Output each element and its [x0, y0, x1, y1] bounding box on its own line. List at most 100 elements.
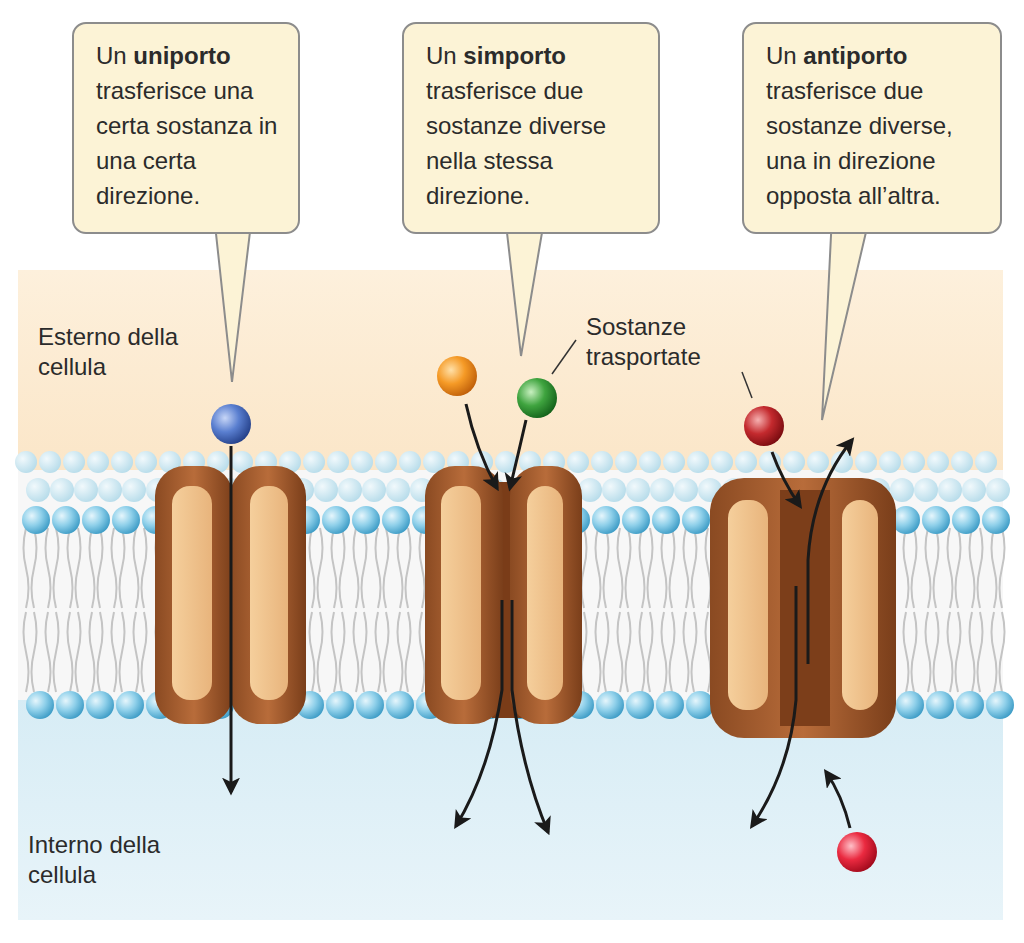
lipid-tail — [640, 528, 653, 608]
substance-ball — [437, 356, 477, 396]
lipid-tail — [970, 528, 983, 608]
lipid-head — [356, 691, 384, 719]
leader-line — [742, 372, 752, 398]
substance-label: Sostanze trasportate — [586, 312, 736, 372]
lipid-head — [952, 506, 980, 534]
lipid-tail — [662, 612, 675, 692]
lipid-head — [687, 451, 709, 473]
callout-tail — [214, 215, 252, 382]
lipid-head — [351, 451, 373, 473]
lipid-tail — [354, 528, 367, 608]
lipid-head — [922, 506, 950, 534]
lipid-head — [663, 451, 685, 473]
lipid-head — [50, 478, 74, 502]
lipid-head — [26, 691, 54, 719]
antiport-protein — [710, 478, 896, 738]
lipid-head — [982, 506, 1010, 534]
lipid-head — [86, 691, 114, 719]
transport-arrows — [231, 404, 852, 832]
lipid-tail — [904, 612, 917, 692]
lipid-tail — [46, 612, 59, 692]
region-label: Esterno della cellula — [38, 322, 208, 382]
leader-line — [552, 340, 576, 374]
lipid-head — [352, 506, 380, 534]
lipid-head — [926, 691, 954, 719]
callout-box: Un simporto trasferisce due sostanze div… — [402, 22, 660, 234]
lipid-head — [783, 451, 805, 473]
substance-ball — [744, 406, 784, 446]
lipid-tail — [90, 612, 103, 692]
lipid-head — [386, 478, 410, 502]
lipid-head — [652, 506, 680, 534]
lipid-tail — [684, 528, 697, 608]
lipid-head — [951, 451, 973, 473]
lipid-head — [927, 451, 949, 473]
substance-ball — [211, 404, 251, 444]
lipid-tail — [398, 528, 411, 608]
lipid-tail — [662, 528, 675, 608]
lipid-head — [711, 451, 733, 473]
lipid-head — [626, 691, 654, 719]
callout-tail — [822, 215, 870, 420]
lipid-head — [116, 691, 144, 719]
callout-tail — [505, 215, 545, 356]
lipid-head — [674, 478, 698, 502]
callout-text: Un simporto trasferisce due sostanze div… — [426, 38, 642, 213]
lipid-tail — [992, 528, 1005, 608]
lipid-tail — [46, 528, 59, 608]
callout-box: Un antiporto trasferisce due sostanze di… — [742, 22, 1002, 234]
lipid-head — [956, 691, 984, 719]
lipid-head — [986, 691, 1014, 719]
lipid-tail — [398, 612, 411, 692]
lipid-tail — [992, 612, 1005, 692]
lipid-head — [52, 506, 80, 534]
lipid-head — [327, 451, 349, 473]
lipid-tail — [332, 528, 345, 608]
lipid-head — [382, 506, 410, 534]
lipid-head — [56, 691, 84, 719]
lipid-head — [686, 691, 714, 719]
lipid-head — [399, 451, 421, 473]
lipid-head — [879, 451, 901, 473]
lipid-head — [592, 506, 620, 534]
lipid-tail — [310, 528, 323, 608]
region-label: Interno della cellula — [28, 830, 198, 890]
lipid-tail — [134, 528, 147, 608]
substance-ball — [837, 832, 877, 872]
lipid-head — [903, 451, 925, 473]
lipid-tail — [926, 612, 939, 692]
lipid-head — [986, 478, 1010, 502]
lipid-tail — [640, 612, 653, 692]
lipid-tail — [904, 528, 917, 608]
lipid-head — [98, 478, 122, 502]
lipid-tail — [618, 612, 631, 692]
lipid-tail — [376, 612, 389, 692]
lipid-tail — [134, 612, 147, 692]
lipid-head — [326, 691, 354, 719]
lipid-tail — [354, 612, 367, 692]
lipid-tail — [596, 528, 609, 608]
lipid-head — [602, 478, 626, 502]
lipid-head — [87, 451, 109, 473]
lipid-head — [39, 451, 61, 473]
lipid-head — [892, 506, 920, 534]
callout-text: Un uniporto trasferisce una certa sostan… — [96, 38, 282, 213]
lipid-head — [63, 451, 85, 473]
lipid-head — [938, 478, 962, 502]
lipid-tail — [618, 528, 631, 608]
lipid-head — [112, 506, 140, 534]
lipid-head — [362, 478, 386, 502]
lipid-head — [338, 478, 362, 502]
lipid-tail — [332, 612, 345, 692]
lipid-head — [111, 451, 133, 473]
lipid-head — [682, 506, 710, 534]
callout-box: Un uniporto trasferisce una certa sostan… — [72, 22, 300, 234]
lipid-head — [890, 478, 914, 502]
lipid-head — [596, 691, 624, 719]
lipid-tail — [24, 528, 37, 608]
lipid-head — [639, 451, 661, 473]
lipid-head — [135, 451, 157, 473]
lipid-tail — [684, 612, 697, 692]
lipid-head — [15, 451, 37, 473]
